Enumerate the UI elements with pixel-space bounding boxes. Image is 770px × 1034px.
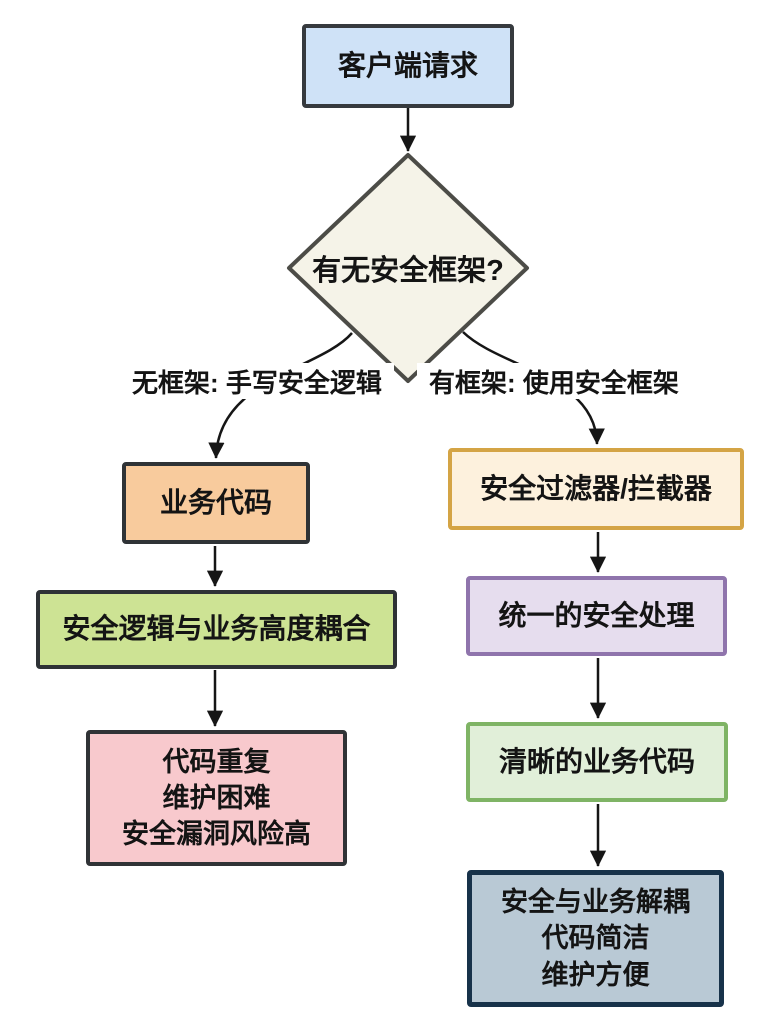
right-result-lines: 安全与业务解耦 代码简洁 维护方便: [501, 884, 690, 993]
decision-diamond-shape: [287, 153, 529, 383]
left-result-line-2: 维护困难: [162, 782, 271, 813]
left-result-line-1: 代码重复: [162, 746, 271, 777]
left-result-line-3: 安全漏洞风险高: [122, 819, 311, 850]
branch-label-no-framework: 无框架: 手写安全逻辑: [120, 363, 394, 399]
node-security-coupled: 安全逻辑与业务高度耦合: [36, 590, 397, 669]
decision-label: 有无安全框架?: [312, 255, 504, 287]
node-client-request: 客户端请求: [302, 24, 514, 108]
branch-label-with-framework: 有框架: 使用安全框架: [417, 363, 691, 399]
node-clear-business-code: 清晰的业务代码: [466, 722, 728, 802]
node-business-code: 业务代码: [122, 462, 310, 544]
node-unified-security: 统一的安全处理: [466, 576, 727, 656]
node-security-filter: 安全过滤器/拦截器: [448, 448, 744, 530]
right-result-line-1: 安全与业务解耦: [501, 887, 690, 918]
left-result-lines: 代码重复 维护困难 安全漏洞风险高: [122, 744, 311, 853]
right-result-line-2: 代码简洁: [541, 923, 650, 954]
right-result-line-3: 维护方便: [541, 959, 650, 990]
node-right-result: 安全与业务解耦 代码简洁 维护方便: [467, 870, 724, 1007]
node-left-result: 代码重复 维护困难 安全漏洞风险高: [86, 730, 347, 866]
